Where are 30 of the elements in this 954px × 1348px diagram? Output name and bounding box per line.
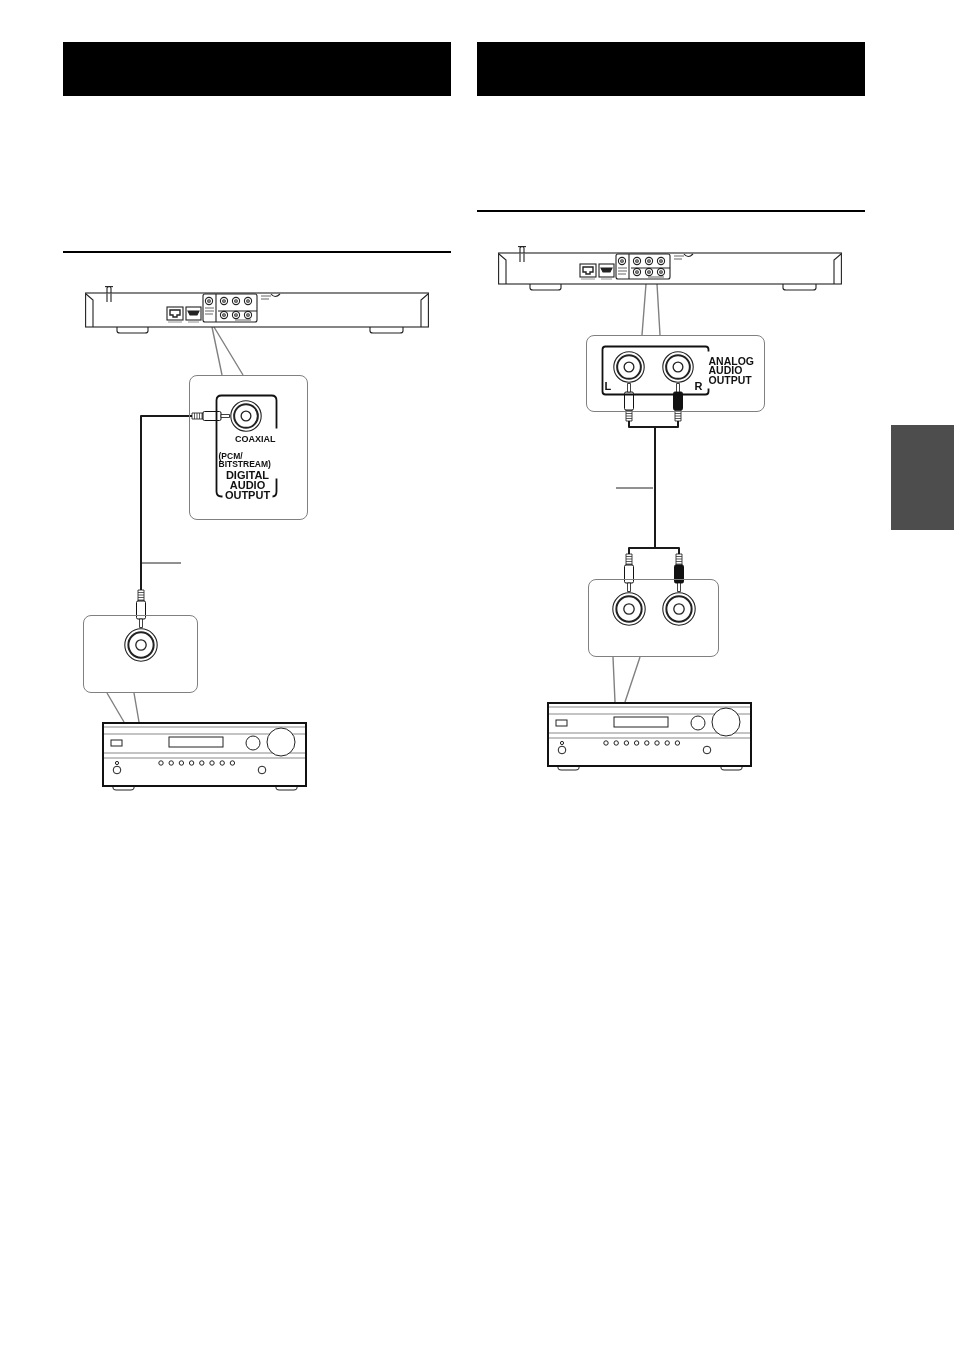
port-format-label: (PCM/ BITSTREAM) xyxy=(218,451,272,469)
callout-box xyxy=(588,579,719,657)
heading-bar xyxy=(63,42,451,96)
audio-jack-icon xyxy=(611,591,646,626)
callout-pointer xyxy=(612,656,641,703)
audio-cable xyxy=(624,547,656,593)
disc-player-rear-illustration xyxy=(498,246,842,291)
audio-jack-icon xyxy=(612,350,645,383)
callout-pointer xyxy=(211,326,244,376)
port-label: COAXIAL xyxy=(234,434,276,444)
av-receiver-illustration xyxy=(547,702,752,770)
port-name-label: DIGITAL AUDIO OUTPUT xyxy=(224,469,272,500)
audio-jack-icon xyxy=(661,591,696,626)
av-receiver-illustration xyxy=(102,722,307,791)
port-name-label: ANALOG AUDIO OUTPUT xyxy=(708,356,755,385)
audio-jack-icon xyxy=(123,627,158,662)
callout-box xyxy=(83,615,198,693)
audio-cable xyxy=(136,411,231,629)
audio-cable xyxy=(624,382,656,428)
callout-box xyxy=(586,335,765,412)
heading-bar xyxy=(477,42,865,96)
side-tab xyxy=(891,425,954,530)
channel-label: L xyxy=(604,380,612,392)
callout-pointer xyxy=(106,692,140,723)
callout-pointer xyxy=(641,283,661,336)
audio-jack-icon xyxy=(661,350,694,383)
audio-jack-icon xyxy=(229,399,262,432)
channel-label: R xyxy=(694,380,703,392)
disc-player-rear-illustration xyxy=(85,286,429,334)
callout-box xyxy=(189,375,308,520)
